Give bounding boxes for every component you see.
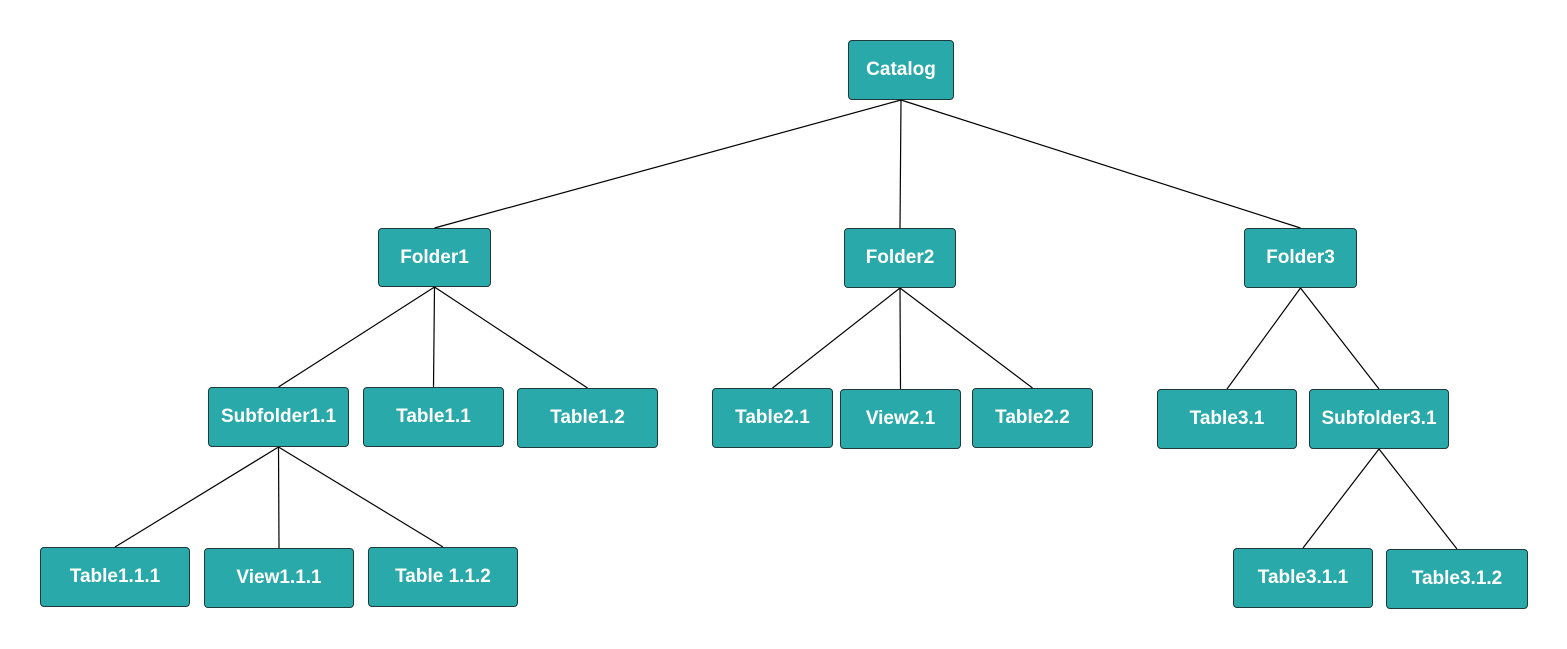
edge-folder2-table2_2 — [899, 287, 1033, 389]
node-table3-1: Table3.1 — [1157, 389, 1297, 449]
node-table3-1-2: Table3.1.2 — [1386, 549, 1528, 609]
node-subfolder1-1: Subfolder1.1 — [208, 387, 349, 447]
node-table3-1-1: Table3.1.1 — [1233, 548, 1373, 608]
node-catalog: Catalog — [848, 40, 954, 100]
node-table1-1-1: Table1.1.1 — [40, 547, 190, 607]
edge-folder1-subfolder1_1 — [278, 286, 435, 388]
node-view2-1: View2.1 — [840, 389, 961, 449]
node-folder3: Folder3 — [1244, 228, 1357, 288]
edge-catalog-folder3 — [900, 99, 1301, 229]
node-subfolder3-1: Subfolder3.1 — [1309, 389, 1449, 449]
edge-catalog-folder2 — [899, 99, 902, 229]
edge-subfolder3_1-table3_1_2 — [1378, 448, 1458, 550]
edge-folder2-table2_1 — [772, 287, 901, 389]
edge-subfolder1_1-table1_1_2 — [278, 446, 444, 548]
edge-subfolder1_1-table1_1_1 — [114, 446, 279, 548]
node-table2-1: Table2.1 — [712, 388, 833, 448]
node-table1-2: Table1.2 — [517, 388, 658, 448]
edge-catalog-folder1 — [434, 99, 902, 229]
node-table1-1: Table1.1 — [363, 387, 504, 447]
edge-subfolder1_1-view1_1_1 — [277, 446, 280, 549]
node-folder1: Folder1 — [378, 228, 491, 287]
node-folder2: Folder2 — [844, 228, 956, 288]
node-view1-1-1: View1.1.1 — [204, 548, 354, 608]
node-table1-1-2: Table 1.1.2 — [368, 547, 518, 607]
edge-folder1-table1_2 — [434, 286, 588, 389]
edge-folder3-subfolder3_1 — [1300, 287, 1380, 390]
edge-folder3-table3_1 — [1226, 287, 1301, 390]
edge-subfolder3_1-table3_1_1 — [1302, 448, 1380, 549]
node-table2-2: Table2.2 — [972, 388, 1093, 448]
edge-folder2-view2_1 — [899, 287, 902, 390]
edge-folder1-table1_1 — [432, 286, 436, 388]
